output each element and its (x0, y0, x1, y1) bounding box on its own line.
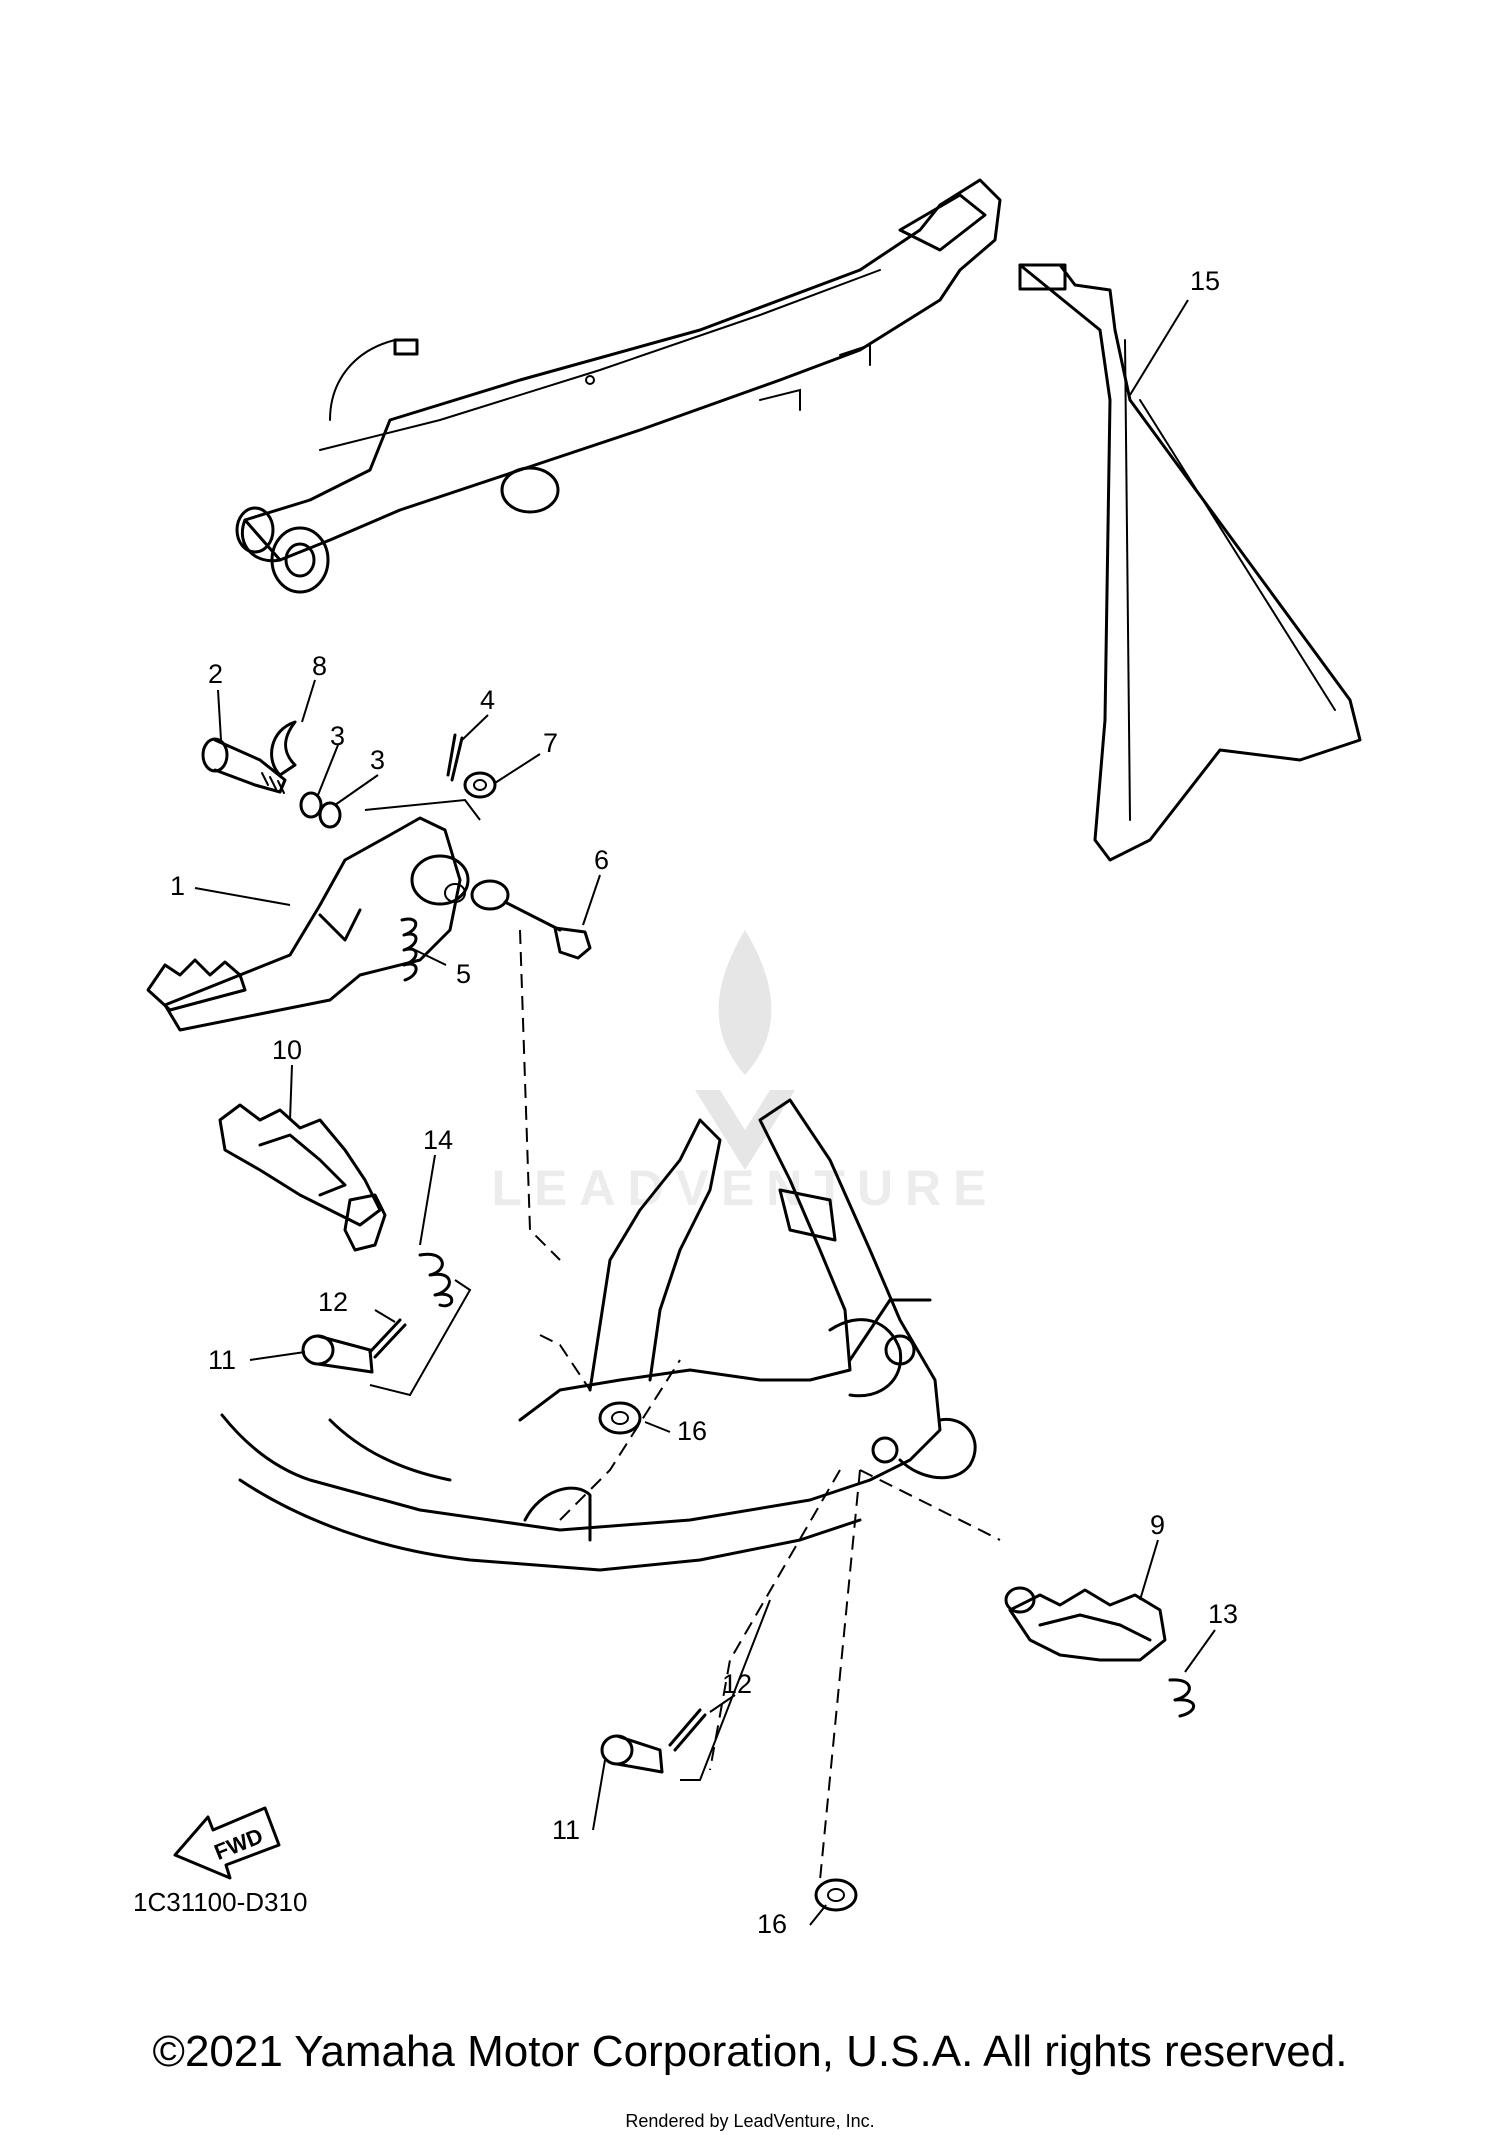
callout-5: 5 (456, 959, 471, 989)
callout-10: 10 (272, 1035, 302, 1065)
washer-upper (598, 1401, 642, 1435)
callout-13: 13 (1208, 1599, 1238, 1629)
rear-stand (1018, 263, 1362, 862)
pedal-bolt (503, 900, 592, 960)
pivot-bracket-top (364, 798, 481, 821)
leader-lines (194, 299, 1216, 1926)
diagram-code: 1C31100-D310 (133, 1887, 307, 1917)
clip-pin (270, 720, 297, 777)
callout-8: 8 (312, 651, 327, 681)
callout-11b: 11 (552, 1815, 580, 1845)
rendered-by-notice: Rendered by LeadVenture, Inc. (625, 2111, 875, 2131)
callout-7: 7 (543, 728, 558, 758)
cotter-pin-left (368, 1318, 407, 1359)
pin-right (600, 1734, 664, 1774)
callout-6: 6 (594, 845, 609, 875)
leadventure-watermark: LEADVENTURE (491, 930, 998, 1216)
frame (220, 1098, 977, 1572)
pivot-bolt (201, 737, 287, 794)
swingarm (235, 178, 1002, 594)
footpeg-spring-left (418, 1252, 454, 1308)
fwd-label: FWD (211, 1823, 267, 1865)
o-ring-a (299, 791, 323, 819)
callout-3a: 3 (330, 721, 345, 751)
forward-arrow-icon: FWD (173, 1806, 281, 1880)
callout-9: 9 (1150, 1510, 1165, 1540)
callout-16a: 16 (677, 1416, 707, 1446)
return-spring (400, 917, 418, 982)
callout-3b: 3 (370, 745, 385, 775)
callout-12b: 12 (722, 1669, 752, 1699)
callout-12a: 12 (318, 1287, 348, 1317)
pivot-bracket-right (680, 1599, 771, 1781)
footpeg-left (218, 1103, 387, 1252)
callouts: 1 2 3 3 4 5 6 7 8 9 10 11 11 12 12 13 14… (170, 266, 1238, 1939)
callout-1: 1 (170, 871, 185, 901)
pin-left (301, 1334, 374, 1374)
cotter-pin-right (668, 1708, 707, 1752)
pivot-bracket-left (369, 1279, 472, 1397)
watermark-text: LEADVENTURE (491, 1160, 998, 1216)
brake-pedal (146, 816, 510, 1032)
copyright-notice: ©2021 Yamaha Motor Corporation, U.S.A. A… (152, 2027, 1348, 2076)
callout-11a: 11 (208, 1345, 236, 1375)
callout-15: 15 (1190, 266, 1220, 296)
callout-4: 4 (480, 685, 495, 715)
callout-14: 14 (423, 1125, 453, 1155)
callout-16b: 16 (757, 1909, 787, 1939)
washer-lower (814, 1878, 858, 1912)
cotter-pin (446, 733, 464, 782)
o-ring-b (318, 801, 342, 829)
assembly-lines (519, 929, 1001, 1881)
callout-2: 2 (208, 659, 223, 689)
washer (463, 771, 497, 799)
footpeg-right (1004, 1586, 1167, 1662)
footpeg-spring-right (1168, 1678, 1196, 1718)
